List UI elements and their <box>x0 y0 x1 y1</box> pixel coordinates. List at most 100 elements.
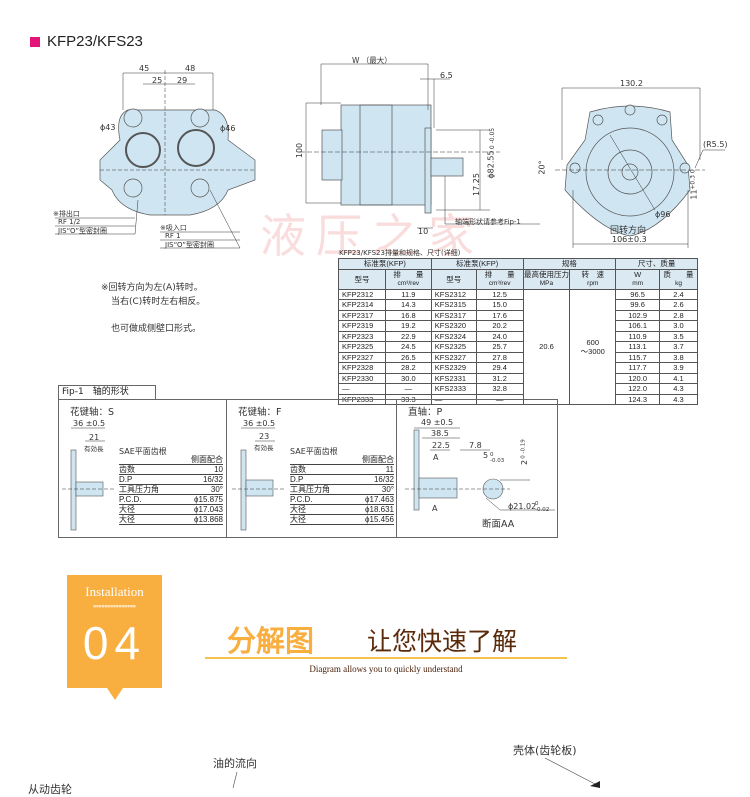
dia-96: ϕ96 <box>655 210 671 219</box>
page-title: KFP23/KFS23 <box>47 33 143 50</box>
header-unit: kg <box>675 280 682 287</box>
note-rotation: ※回转方向为左(A)转时。 <box>101 283 203 293</box>
s-length: 36 ±0.5 <box>73 419 106 428</box>
header-unit: cm³/rev <box>397 280 420 287</box>
spline-value: ϕ18.631 <box>365 505 394 514</box>
outlet-label: ※排出口 <box>53 210 80 218</box>
note-reverse: 当右(C)转时左右相反。 <box>111 297 206 307</box>
p-length: 49 ±0.5 <box>421 418 454 427</box>
p-a-top: A <box>433 453 439 462</box>
dim-48: 48 <box>185 64 196 73</box>
fit-label: 侧面配合 <box>191 455 223 464</box>
watermark: 液压之家 <box>260 209 484 263</box>
p-dia: ϕ21.02 <box>508 502 537 511</box>
rotation-direction: 回转方向 <box>610 226 647 236</box>
spline-row: 大径 ϕ17.043 <box>119 505 223 515</box>
speed-range: 600～3000 <box>569 288 617 405</box>
column-header: 型号 <box>338 268 386 290</box>
dim-45: 45 <box>139 64 150 73</box>
table-cell: 4.3 <box>659 393 698 405</box>
spline-param: P.C.D. <box>290 495 313 504</box>
spline-value: ϕ17.463 <box>365 495 394 504</box>
p-7-8: 7.8 <box>469 441 482 450</box>
spline-value: ϕ15.875 <box>194 495 223 504</box>
p-22-5: 22.5 <box>432 441 450 450</box>
inlet-seal: JIS“O”型密封圈 <box>165 241 214 249</box>
front-view-drawing <box>55 70 256 249</box>
headline-english: Diagram allows you to quickly understand <box>309 664 463 674</box>
spline-value: 30° <box>210 485 223 494</box>
note-side-port: 也可做成侧壁口形式。 <box>111 324 202 334</box>
inlet-thread: RF 1 <box>165 232 181 240</box>
spline-param: 大径 <box>290 505 306 514</box>
spline-row: 大径 ϕ18.631 <box>290 505 394 515</box>
spline-value: ϕ13.868 <box>194 515 223 524</box>
spline-param: 大径 <box>290 515 306 524</box>
header-unit: MPa <box>539 280 554 287</box>
spline-value: ϕ17.043 <box>194 505 223 514</box>
rear-view-drawing <box>555 87 725 248</box>
housing-label: 壳体(齿轮板) <box>513 744 577 757</box>
spline-value: 11 <box>385 465 394 474</box>
header-label: 型号 <box>354 274 370 284</box>
spline-param: 工具压力角 <box>119 485 159 494</box>
fit-row: 侧面配合 <box>119 455 223 465</box>
column-header: 型号 <box>430 268 477 290</box>
fip-tab-label: Fip-1 轴的形状 <box>62 387 129 397</box>
spline-param: D.P <box>290 475 304 484</box>
spline-row: 工具压力角 30° <box>119 485 223 495</box>
f-length: 36 ±0.5 <box>243 419 276 428</box>
header-unit: mm <box>632 280 644 287</box>
p-title: 直轴：P <box>408 407 443 418</box>
header-label: 排 量 <box>484 270 515 279</box>
spline-param: 大径 <box>119 515 135 524</box>
p-key-tol: 0 -0.03 <box>490 452 505 464</box>
p-key: 5 <box>483 451 489 460</box>
installation-badge <box>67 575 162 688</box>
fip-divider <box>396 399 397 538</box>
side-view-drawing <box>300 63 540 229</box>
header-label: W <box>634 270 642 279</box>
dim-10: 10 <box>418 227 429 236</box>
spline-value: 16/32 <box>202 475 223 484</box>
title-marker <box>30 37 40 47</box>
shaft-note: 轴端形状请参考Fip-1 <box>455 218 521 226</box>
spline-param: 大径 <box>119 505 135 514</box>
spline-param: 齿数 <box>290 465 306 474</box>
outlet-thread: RF 1/2 <box>58 218 81 226</box>
speed-max: ～3000 <box>580 346 605 356</box>
spline-param: 齿数 <box>119 465 135 474</box>
oil-flow-label: 油的流向 <box>213 757 257 770</box>
f-sae: SAE平面齿根 <box>290 447 338 456</box>
header-unit: rpm <box>587 280 599 287</box>
f-effective: 23 <box>259 432 270 441</box>
fit-label: 侧面配合 <box>362 455 394 464</box>
outlet-seal: JIS“O”型密封圈 <box>58 227 107 235</box>
max-pressure: 20.6 <box>522 288 571 405</box>
spline-value: ϕ15.456 <box>365 515 394 524</box>
fit-row: 侧面配合 <box>290 455 394 465</box>
header-label: 转 速 <box>581 270 605 279</box>
table-caption: KFP23/KFS23排量和规格、尺寸(详细) <box>339 249 461 257</box>
section-aa: 断面AA <box>482 519 515 530</box>
s-sae: SAE平面齿根 <box>119 447 167 456</box>
spline-value: 30° <box>381 485 394 494</box>
dim-25: 25 <box>152 76 163 85</box>
